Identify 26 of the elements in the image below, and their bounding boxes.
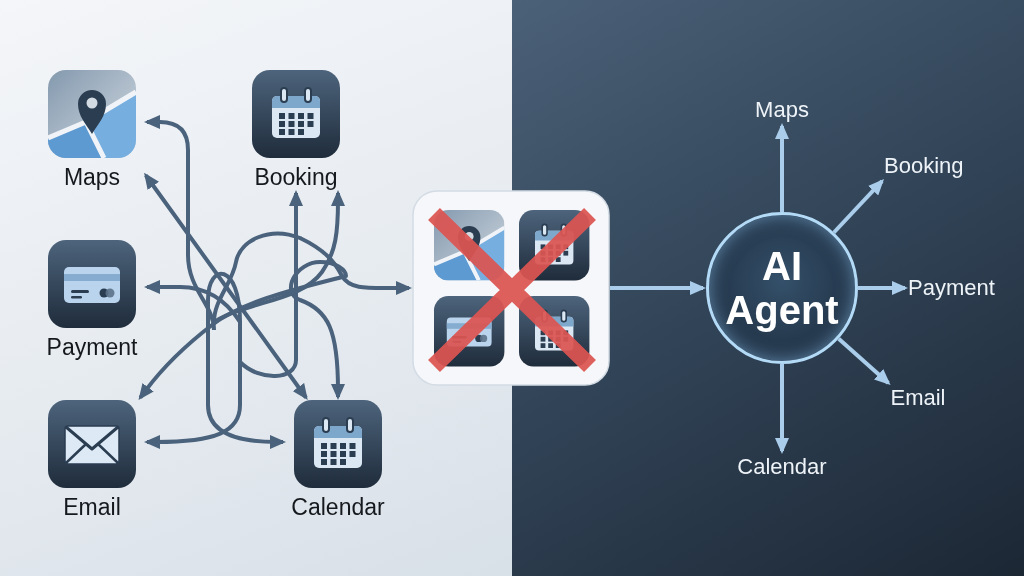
app-label: Payment — [46, 334, 138, 360]
crossed-out-apps-picture — [412, 190, 610, 386]
agent-label: AI Agent — [725, 244, 839, 332]
curved-arrow — [144, 115, 216, 331]
arrow — [858, 281, 908, 295]
app-label: Email — [63, 494, 121, 520]
app-label: Maps — [63, 164, 121, 190]
curved-arrow — [144, 172, 308, 401]
curved-arrow — [144, 322, 242, 449]
app-label: Calendar — [291, 494, 385, 520]
arrow — [775, 364, 789, 454]
arrow — [832, 179, 885, 234]
arrow — [837, 337, 891, 385]
service-label: Booking — [884, 153, 964, 179]
curved-arrow — [138, 274, 347, 400]
app-label: Booking — [254, 164, 338, 190]
service-label: Calendar — [737, 454, 827, 480]
service-label: Maps — [755, 97, 809, 123]
curved-arrow — [206, 300, 286, 449]
curved-arrow — [299, 298, 345, 400]
curved-arrow — [299, 236, 412, 295]
arrow — [610, 281, 706, 295]
curved-arrow — [289, 190, 303, 360]
arrow — [775, 123, 789, 212]
service-label: Payment — [908, 275, 995, 301]
service-label: Email — [890, 385, 946, 411]
